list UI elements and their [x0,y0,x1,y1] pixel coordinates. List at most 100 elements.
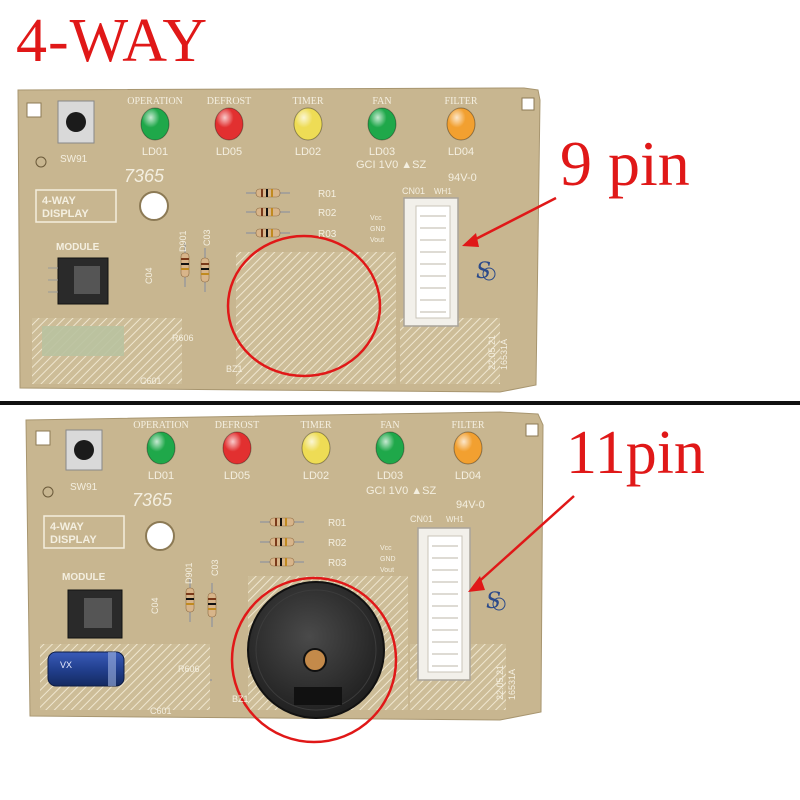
pin-label-vcc: Vcc [380,545,392,552]
resistor-label-r01: R01 [328,518,347,529]
model-number: 7365 [132,490,173,510]
model-number: 7365 [124,166,165,186]
cap-label-c03: C03 [210,559,220,576]
led-id-ld03: LD03 [377,470,403,482]
pin-label-vout: Vout [370,237,384,244]
pin-label-vcc: Vcc [370,215,382,222]
connector-11pin [417,527,471,681]
led-highlight [302,432,330,464]
electrolytic-capacitor: VX [47,651,125,687]
display-label-line2: DISPLAY [42,208,89,220]
led-name-filter: FILTER [445,96,478,107]
part-code: 16531A [507,669,517,700]
switch-button [66,112,86,132]
connector-9pin [403,197,459,327]
led-id-ld04: LD04 [448,146,474,158]
cap-label-c04: C04 [144,267,154,284]
gci-text: GCI 1V0 ▲SZ [366,485,436,497]
led-name-fan: FAN [380,420,399,431]
date-code: 22.05.21 [495,665,505,700]
rating-text: 94V-0 [456,499,485,511]
led-highlight [215,108,243,140]
led-name-defrost: DEFROST [207,96,251,107]
arrow-head-top [462,233,479,247]
gci-text: GCI 1V0 ▲SZ [356,159,426,171]
resistor-label-r606: R606 [178,664,200,674]
led-id-ld03: LD03 [369,146,395,158]
resistor-label-r02: R02 [318,208,337,219]
switch-label: SW91 [60,154,88,165]
buzzer-hole [303,648,327,672]
led-name-filter: FILTER [452,420,485,431]
led-row-bottom: OPERATION LD01 DEFROST LD05 TIMER LD02 FAN LD03… [133,420,485,482]
led-row-top: OPERATION LD01 DEFROST LD05 TIMER LD02 FAN LD03… [127,96,478,158]
switch-label: SW91 [70,482,98,493]
cap-label-c03: C03 [202,229,212,246]
buzzer-label: BZ1 [232,694,249,704]
connector-label: CN01 [402,186,425,196]
display-label-box [43,515,125,549]
arrow-head-bottom [468,576,485,592]
led-name-operation: OPERATION [127,96,183,107]
led-highlight [454,432,482,464]
led-id-ld01: LD01 [148,470,174,482]
led-highlight [147,432,175,464]
led-name-timer: TIMER [292,96,323,107]
led-name-defrost: DEFROST [215,420,259,431]
mounting-hole [139,191,169,221]
date-code: 22.05.21 [487,335,497,370]
led-id-ld02: LD02 [295,146,321,158]
rating-text: 94V-0 [448,172,477,184]
highlight-circle-top [226,234,382,378]
display-label-line2: DISPLAY [50,534,97,546]
resistor-label-r02: R02 [328,538,347,549]
display-label-line1: 4-WAY [42,195,76,207]
resistor-label-r03: R03 [318,229,337,240]
led-highlight [447,108,475,140]
cap-label-c601: C601 [140,376,162,386]
connector-tag: WH1 [446,515,464,524]
led-highlight [368,108,396,140]
led-name-fan: FAN [372,96,391,107]
led-id-ld02: LD02 [303,470,329,482]
module-label: MODULE [56,242,100,253]
cap-label-c04: C04 [150,597,160,614]
switch-button [74,440,94,460]
led-highlight [376,432,404,464]
resistor-label-r606: R606 [172,333,194,343]
highlight-circle-bottom [230,576,398,744]
led-name-timer: TIMER [300,420,331,431]
resistor-label-r03: R03 [328,558,347,569]
label-9pin: 9 pin [560,128,690,199]
display-label-box [35,189,117,223]
display-label-line1: 4-WAY [50,521,84,533]
buzzer-label: BZ1 [226,364,243,374]
led-id-ld04: LD04 [455,470,481,482]
led-id-ld05: LD05 [224,470,250,482]
cap-label-c601: C601 [150,706,172,716]
board-11pin: VX S [25,411,544,721]
pin-label-gnd: GND [370,226,386,233]
title-text: 4-WAY [16,7,209,75]
label-11pin: 11pin [566,419,705,487]
pin-label-gnd: GND [380,556,396,563]
led-id-ld01: LD01 [142,146,168,158]
led-highlight [141,108,169,140]
connector-tag: WH1 [434,187,452,196]
arrow-line-top [467,196,557,245]
connector-label: CN01 [410,514,433,524]
led-id-ld05: LD05 [216,146,242,158]
pin-label-vout: Vout [380,567,394,574]
diode-label-d901: D901 [184,562,194,584]
mounting-hole [145,521,175,551]
led-name-operation: OPERATION [133,420,189,431]
diode-label-d901: D901 [178,230,188,252]
arrow-line-bottom [473,495,575,587]
led-highlight [294,108,322,140]
buzzer-pad [236,252,396,384]
buzzer [247,581,385,719]
module-label: MODULE [62,572,106,583]
led-highlight [223,432,251,464]
part-code: 16531A [499,339,509,370]
